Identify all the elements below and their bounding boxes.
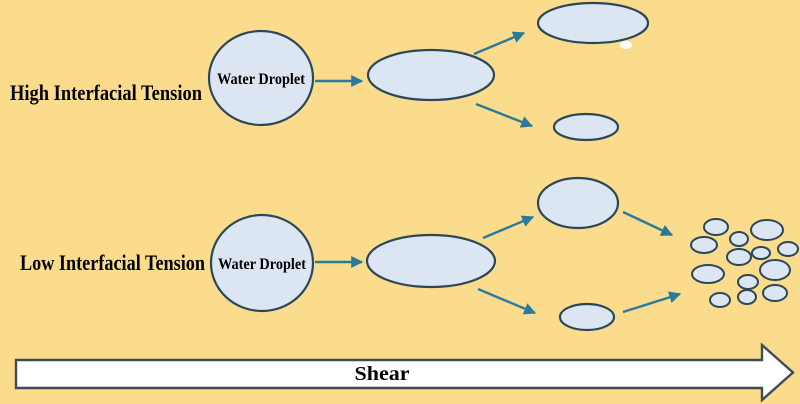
tiny-droplet xyxy=(777,241,799,257)
tiny-droplet xyxy=(709,292,731,308)
tiny-droplet xyxy=(703,218,729,236)
arrow-split-down-high xyxy=(475,102,534,128)
tiny-droplet xyxy=(690,236,718,254)
arrow-split-up-high xyxy=(473,31,526,56)
water-droplet-label-high: Water Droplet xyxy=(217,71,306,88)
water-droplet-circle-low xyxy=(209,213,315,313)
tiny-droplet xyxy=(762,284,788,302)
tiny-droplet xyxy=(759,259,791,281)
water-droplet-label-low: Water Droplet xyxy=(218,256,307,273)
tiny-droplet xyxy=(737,274,759,290)
tiny-droplet-cluster xyxy=(690,218,799,308)
tiny-droplet xyxy=(691,264,725,284)
shear-direction-arrow xyxy=(14,342,795,403)
tiny-droplet xyxy=(729,231,749,247)
shear-label: Shear xyxy=(355,363,410,385)
arrow-to-cluster-bottom xyxy=(622,291,682,314)
water-droplet-circle-high xyxy=(207,29,315,127)
medium-split-droplet-low xyxy=(536,176,620,230)
tiny-droplet xyxy=(726,248,752,266)
highlight-dot xyxy=(620,41,632,49)
arrow-to-cluster-top xyxy=(622,210,674,237)
elongated-droplet-low xyxy=(365,233,497,289)
tiny-droplet xyxy=(751,246,771,260)
tiny-droplet xyxy=(737,289,757,305)
small-split-droplet-high xyxy=(552,112,620,142)
tiny-droplet xyxy=(750,219,784,241)
low-tension-row-label: Low Interfacial Tension xyxy=(20,250,205,275)
small-split-droplet-low xyxy=(558,302,616,332)
large-split-droplet-high xyxy=(536,1,650,45)
high-tension-row-label: High Interfacial Tension xyxy=(10,80,202,105)
arrow-split-down-low xyxy=(477,287,537,315)
elongated-droplet-high xyxy=(366,48,496,102)
arrow-split-up-low xyxy=(482,215,535,240)
